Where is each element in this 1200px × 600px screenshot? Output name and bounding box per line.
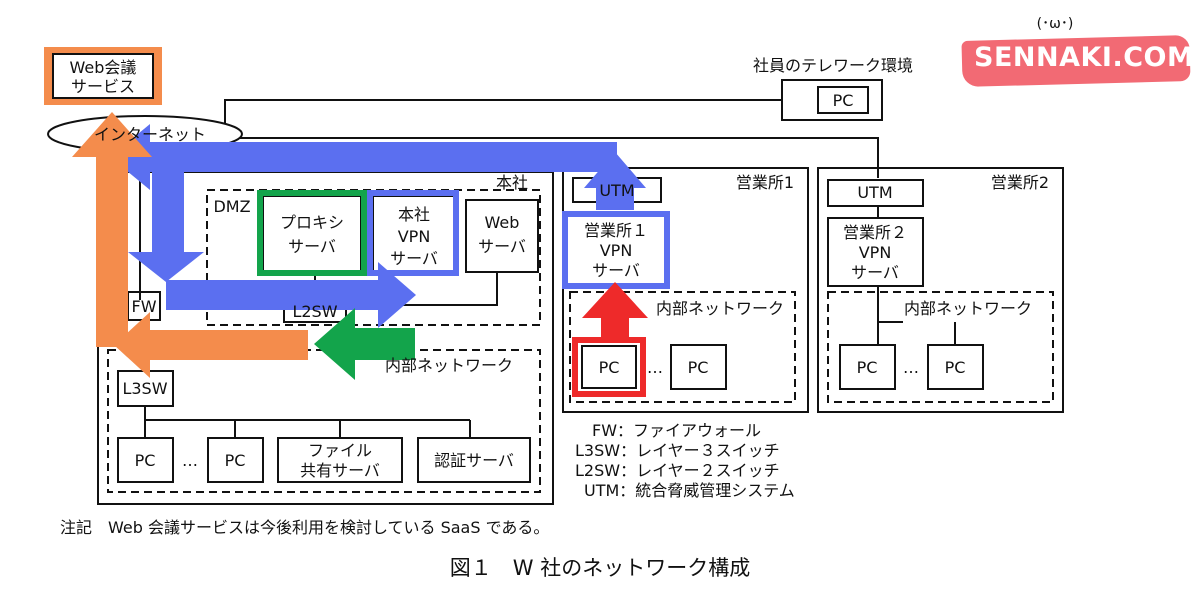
green-arrow-left [314, 308, 415, 380]
hq-vpn-label-2: VPN [398, 227, 431, 246]
internet-label: インターネット [94, 125, 206, 144]
footnote: 注記 Web 会議サービスは今後利用を検討している SaaS である。 [60, 518, 550, 537]
hq-proxy-box [262, 195, 362, 273]
branch2-title: 営業所2 [991, 173, 1049, 192]
branch2-internal-label: 内部ネットワーク [904, 299, 1032, 318]
telework-pc-label: PC [833, 91, 854, 110]
web-conf-label-1: Web会議 [70, 58, 137, 77]
branch2-vpn-label-1: 営業所２ [843, 223, 907, 242]
branch2-pc2-box [927, 344, 984, 390]
hq-internal-label: 内部ネットワーク [385, 356, 513, 375]
hq-vpn-label-1: 本社 [398, 205, 430, 224]
hq-auth-label: 認証サーバ [434, 451, 514, 470]
hq-auth-box [417, 437, 531, 483]
orange-arrow-left-head [114, 312, 150, 378]
hq-file-box [277, 437, 403, 483]
blue-arrow-down-head [128, 252, 204, 282]
hq-l2sw-label: L2SW [292, 302, 337, 321]
hq-pc1-label: PC [135, 451, 156, 470]
branch2-pc2-label: PC [945, 358, 966, 377]
line-internet-telework [224, 99, 782, 132]
hq-pc2-label: PC [225, 451, 246, 470]
blue-arrow-right [166, 280, 378, 310]
branch1-internal-label: 内部ネットワーク [656, 299, 784, 318]
telework-title: 社員のテレワーク環境 [753, 56, 913, 75]
orange-arrow-up-head [72, 112, 152, 157]
hq-proxy-label-2: サーバ [288, 237, 336, 256]
blue-arrow-branch-up [584, 152, 646, 210]
branch1-dots: … [647, 358, 663, 377]
hq-file-label-2: 共有サーバ [300, 461, 380, 480]
hq-file-label-1: ファイル [308, 441, 372, 460]
legend-utm: UTM：統合脅威管理システム [584, 481, 795, 500]
web-conf-label-2: サービス [71, 77, 135, 96]
hq-pc1-box [117, 437, 174, 483]
branch1-vpn-label-2: VPN [600, 241, 633, 260]
branch2-pc1-box [839, 344, 896, 390]
hq-proxy-label-1: プロキシ [280, 213, 344, 232]
legend-fw: FW：ファイアウォール [592, 421, 761, 440]
branch2-internal-box [827, 291, 1054, 403]
hq-web-label-1: Web [485, 213, 520, 232]
branch2-vpn-box [827, 217, 924, 287]
orange-arrow-left [150, 330, 308, 360]
branch1-title: 営業所1 [736, 173, 794, 192]
hq-pc2-box [207, 437, 264, 483]
proxy-highlight [257, 190, 367, 276]
hq-l3sw-label: L3SW [122, 379, 167, 398]
legend-l2sw: L2SW：レイヤー２スイッチ [575, 461, 780, 480]
branch2-utm-box [827, 179, 924, 207]
blue-arrow-right-head [378, 262, 416, 328]
blue-arrow-top [150, 142, 617, 172]
branch1-vpn-label-1: 営業所１ [584, 221, 648, 240]
logo-face: (･ω･) [1037, 16, 1074, 32]
logo-text: SENNAKI.COM [974, 42, 1195, 73]
orange-arrow-vertical [96, 155, 128, 347]
hq-vpn-highlight [367, 190, 459, 276]
branch2-dots: … [903, 358, 919, 377]
branch2-vpn-label-2: VPN [859, 243, 892, 262]
branch1-vpn-label-3: サーバ [592, 261, 640, 280]
branch1-pc1-label: PC [599, 358, 620, 377]
hq-vpn-label-3: サーバ [390, 249, 438, 268]
hq-title: 本社 [496, 173, 528, 192]
branch1-box [562, 167, 809, 413]
red-arrow-up [582, 282, 648, 340]
branch2-utm-label: UTM [857, 183, 892, 202]
branch1-pc1-box [581, 345, 637, 389]
hq-web-box [465, 199, 539, 273]
hq-dmz-label: DMZ [213, 197, 250, 216]
branch2-vpn-label-3: サーバ [851, 263, 899, 282]
branch2-box [817, 167, 1064, 413]
branch1-internal-box [569, 291, 796, 403]
hq-web-label-2: サーバ [478, 237, 526, 256]
branch1-utm-label: UTM [599, 181, 634, 200]
line-internet-branch2 [240, 137, 879, 178]
web-conf-box [52, 53, 154, 99]
telework-pc-box [817, 86, 869, 114]
branch2-pc1-label: PC [857, 358, 878, 377]
blue-arrow-vertical [152, 150, 184, 252]
branch1-pc2-label: PC [688, 358, 709, 377]
branch1-pc2-box [670, 344, 727, 390]
figure-caption: 図１ W 社のネットワーク構成 [449, 556, 751, 580]
hq-dots: … [182, 451, 198, 470]
legend-l3sw: L3SW：レイヤー３スイッチ [575, 441, 780, 460]
branch1-vpn-highlight [562, 211, 670, 289]
hq-fw-label: FW [131, 297, 156, 316]
